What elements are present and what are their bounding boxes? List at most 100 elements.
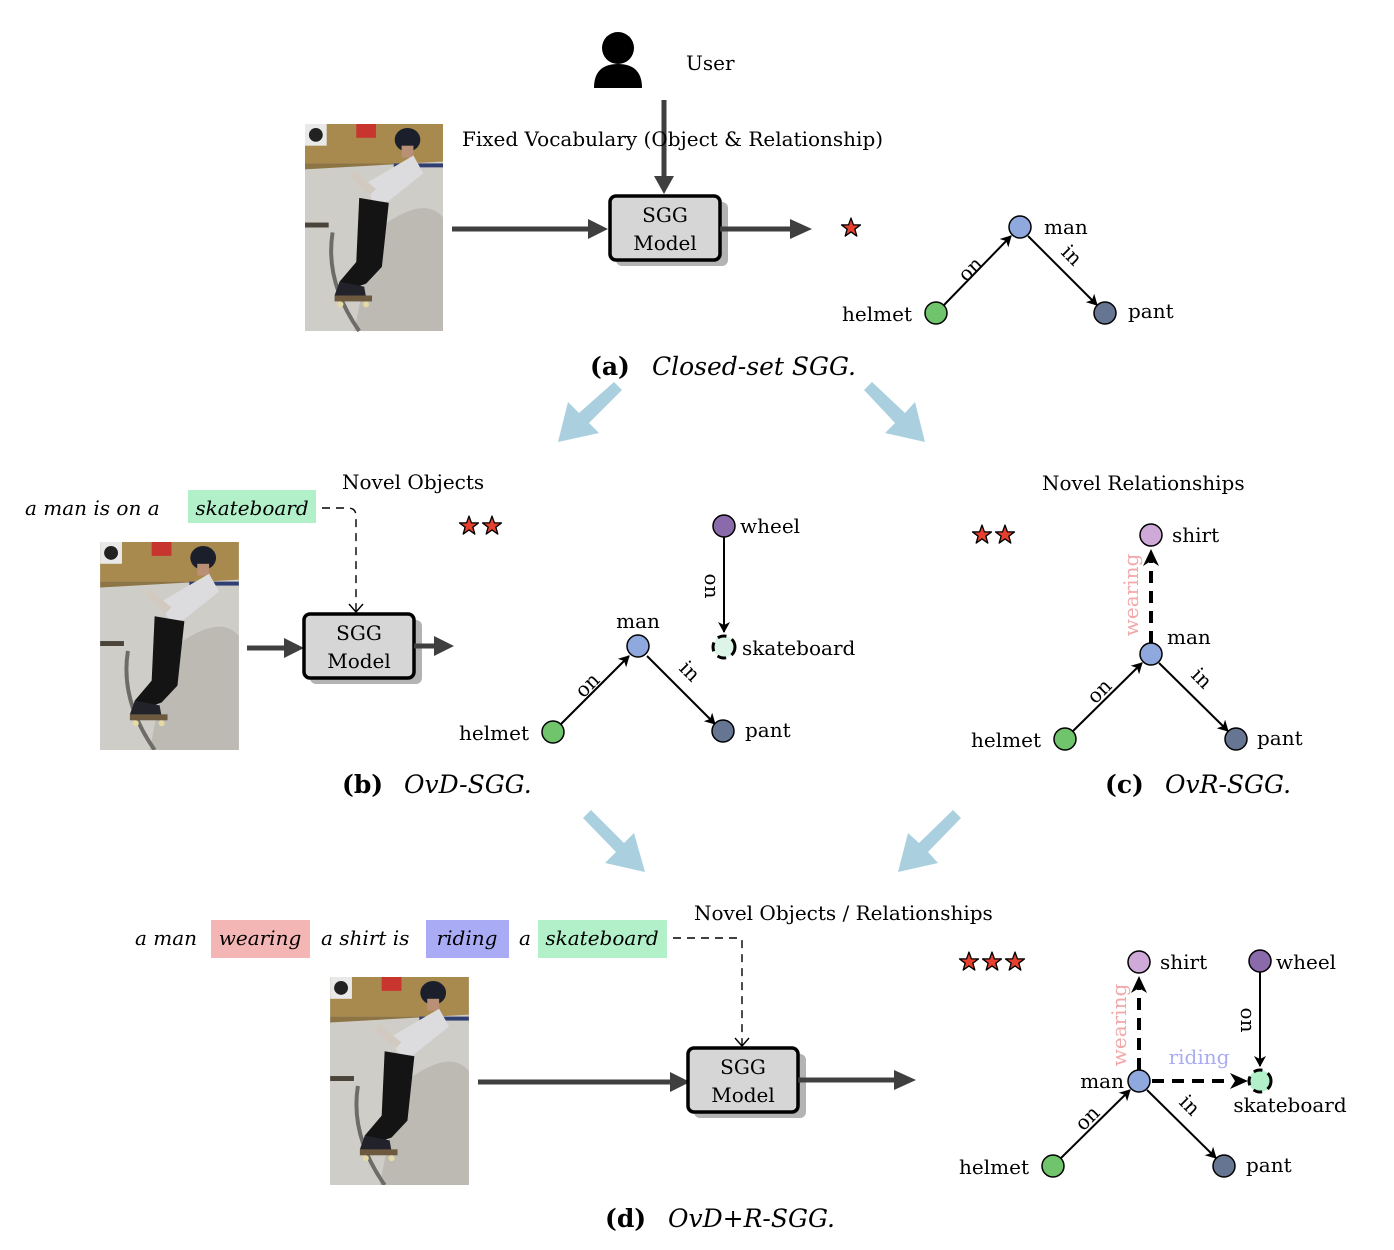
flow-arrow-a-to-b	[558, 382, 622, 442]
user-silhouette-icon	[594, 32, 642, 88]
flow-arrow-b-to-d	[583, 810, 645, 872]
star-icon	[481, 515, 503, 535]
node-wheel	[712, 514, 736, 538]
panel-b: Novel Objects a man is on a skateboard S…	[25, 470, 856, 799]
highlight-riding	[426, 920, 509, 958]
edge-label-on: on	[570, 668, 605, 703]
model-label-line1: SGG	[720, 1055, 766, 1079]
node-shirt	[1127, 950, 1151, 974]
caption-title-c: OvR-SGG.	[1165, 770, 1291, 799]
node-label-shirt: shirt	[1160, 950, 1207, 974]
skateboarder-photo-d	[330, 977, 469, 1185]
flow-arrow-a-to-c	[864, 382, 925, 442]
node-label-skateboard: skateboard	[1233, 1093, 1347, 1117]
sentence-highlight-skateboard-b: skateboard	[195, 496, 308, 520]
edge-label-on: on	[1236, 1008, 1260, 1033]
node-label-helmet: helmet	[459, 721, 529, 745]
edge-man-pant	[646, 655, 716, 725]
highlight-skateboard-b	[188, 490, 316, 523]
caption-title-b: OvD-SGG.	[404, 770, 532, 799]
panel-d: Novel Objects / Relationships a man wear…	[135, 901, 1347, 1233]
sentence-word: a	[519, 926, 531, 950]
node-label-pant: pant	[1246, 1153, 1292, 1177]
star-icon	[458, 515, 480, 535]
user-arrowhead	[654, 176, 674, 194]
node-label-man: man	[616, 609, 660, 633]
edge-label-in: in	[1057, 240, 1088, 271]
node-pant	[711, 719, 735, 743]
skateboarder-photo-a	[305, 123, 443, 332]
arrowhead-b-out	[434, 636, 454, 656]
model-label-line2: Model	[327, 649, 391, 673]
node-label-wheel: wheel	[740, 514, 800, 538]
model-label-line2: Model	[711, 1083, 775, 1107]
caption-title-a: Closed-set SGG.	[652, 352, 856, 381]
edge-label-on: on	[1070, 1101, 1105, 1136]
edge-label-riding: riding	[1169, 1045, 1230, 1069]
edge-helmet-man	[943, 235, 1012, 306]
node-helmet	[924, 301, 948, 325]
node-man	[1008, 215, 1032, 239]
node-label-helmet: helmet	[971, 728, 1041, 752]
star-icon	[958, 951, 980, 971]
node-pant	[1212, 1154, 1236, 1178]
star-icon	[840, 217, 862, 237]
sentence-word: a man	[135, 926, 197, 950]
panel-a: User Fixed Vocabulary (Object & Relation…	[305, 32, 1174, 381]
sentence-highlight-wearing: wearing	[219, 926, 302, 950]
model-label-line2: Model	[633, 231, 697, 255]
dashed-arrowhead-b	[348, 603, 364, 614]
node-label-man: man	[1167, 625, 1211, 649]
node-helmet	[1053, 727, 1077, 751]
star-icon	[981, 951, 1003, 971]
skateboarder-photo-b	[100, 542, 239, 750]
flow-arrow-c-to-d	[898, 810, 961, 872]
highlight-wearing	[211, 920, 310, 958]
sentence-word: a shirt is	[321, 926, 409, 950]
edge-label-wearing: wearing	[1107, 984, 1131, 1067]
vocab-label: Fixed Vocabulary (Object & Relationship)	[462, 127, 883, 151]
edge-label-on: on	[1082, 674, 1117, 709]
node-shirt	[1139, 523, 1163, 547]
node-label-man: man	[1080, 1069, 1124, 1093]
node-pant	[1224, 727, 1248, 751]
star-icon	[1004, 951, 1026, 971]
text-to-model-dashed-d	[673, 937, 743, 1046]
arrowhead-d-out	[894, 1070, 916, 1090]
node-man	[1127, 1069, 1151, 1093]
edge-label-wearing: wearing	[1119, 554, 1143, 637]
edge-label-in: in	[1187, 663, 1218, 694]
model-label-line1: SGG	[642, 203, 688, 227]
sentence-text-b: a man is on a	[25, 496, 160, 520]
dashed-arrowhead-d	[734, 1037, 750, 1048]
panel-c: Novel Relationships wearing on in shirt …	[971, 471, 1303, 799]
flow-arrows-bottom	[583, 810, 961, 872]
edge-helmet-man	[1060, 1089, 1131, 1159]
node-label-pant: pant	[1257, 726, 1303, 750]
heading-novel-objects: Novel Objects	[342, 470, 484, 494]
node-helmet	[541, 720, 565, 744]
node-pant	[1093, 301, 1117, 325]
arrowhead-b-in	[284, 638, 304, 658]
highlight-skateboard-d	[538, 920, 667, 958]
heading-novel-objects-relationships: Novel Objects / Relationships	[694, 901, 993, 925]
node-label-man: man	[1044, 215, 1088, 239]
arrowhead-skateboard-d	[1230, 1073, 1248, 1089]
node-helmet	[1041, 1154, 1065, 1178]
edge-label-on: on	[953, 252, 988, 287]
sentence-highlight-skateboard-d: skateboard	[545, 926, 658, 950]
node-man	[1139, 642, 1163, 666]
node-skateboard-novel	[711, 634, 737, 660]
arrowhead-shirt-d	[1131, 976, 1147, 993]
node-label-wheel: wheel	[1276, 950, 1336, 974]
caption-tag-a: (a)	[590, 352, 630, 381]
node-skateboard-novel	[1247, 1068, 1273, 1094]
star-icon	[971, 524, 993, 544]
sentence-highlight-riding: riding	[437, 926, 498, 950]
node-label-helmet: helmet	[842, 302, 912, 326]
caption-tag-b: (b)	[342, 770, 383, 799]
edge-helmet-man	[560, 655, 630, 725]
caption-tag-c: (c)	[1105, 770, 1144, 799]
edge-helmet-man	[1072, 662, 1143, 732]
